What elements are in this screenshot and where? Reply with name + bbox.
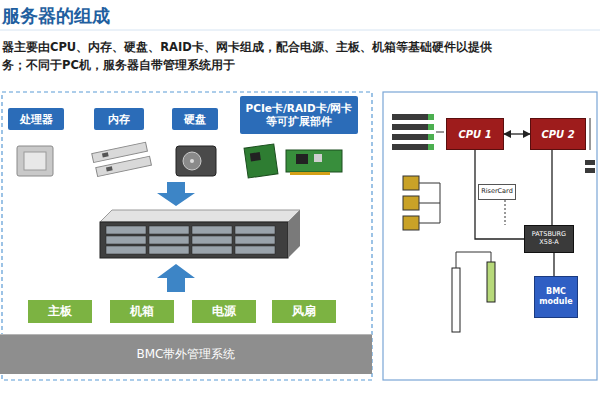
node-text: 电源	[212, 303, 236, 320]
pcie-card-icon	[244, 144, 342, 178]
chipset-box: PATSBURG X58-A	[524, 225, 574, 253]
node-text: 风扇	[292, 303, 316, 320]
riser-box: RiserCard	[478, 184, 516, 200]
node-text: PATSBURG X58-A	[527, 231, 571, 247]
dimm-slots	[585, 118, 595, 173]
node-text: 处理器	[20, 112, 53, 127]
slide-title: 服务器的组成	[2, 4, 110, 28]
disk-icons	[403, 176, 440, 230]
memory-icon	[92, 142, 152, 176]
node-text: PCIe卡/RAID卡/网卡等可扩展部件	[245, 102, 353, 128]
component-box: 硬盘	[172, 108, 218, 130]
component-box: 内存	[94, 108, 144, 130]
bus-connector	[553, 253, 554, 276]
header-rule	[0, 30, 600, 31]
bmc-band: BMC带外管理系统	[0, 334, 372, 374]
server-illustration	[100, 210, 300, 258]
node-text: 硬盘	[184, 112, 206, 127]
subtitle-line: 务；不同于PC机，服务器自带管理系统用于	[2, 58, 235, 73]
bmc-box: BMC module	[534, 276, 578, 318]
component-box: PCIe卡/RAID卡/网卡等可扩展部件	[240, 96, 358, 134]
pcie-slots	[452, 200, 505, 332]
base-box: 电源	[192, 300, 256, 323]
bus-connector	[504, 133, 530, 134]
base-box: 主板	[28, 300, 92, 323]
down-arrow	[157, 182, 195, 206]
up-arrow	[157, 264, 195, 292]
bus-connector	[475, 150, 524, 239]
node-text: CPU 1	[458, 129, 491, 140]
cpu-box: CPU 1	[446, 118, 504, 150]
cpu-box: CPU 2	[530, 118, 586, 150]
cpu-icon	[17, 146, 53, 176]
node-text: 机箱	[130, 303, 154, 320]
node-text: RiserCard	[481, 188, 513, 196]
hdd-icon	[176, 146, 216, 176]
panel-frame	[383, 92, 597, 380]
subtitle-line: 器主要由CPU、内存、硬盘、RAID卡、网卡组成，配合电源、主板、机箱等基础硬件…	[2, 40, 492, 55]
node-text: CPU 2	[541, 129, 574, 140]
base-box: 机箱	[110, 300, 174, 323]
node-text: BMC带外管理系统	[137, 346, 236, 363]
base-box: 风扇	[272, 300, 336, 323]
node-text: 内存	[108, 112, 130, 127]
dimm-slots	[392, 114, 444, 150]
component-box: 处理器	[8, 108, 64, 130]
node-text: BMC module	[538, 287, 574, 306]
bus-connector	[551, 150, 552, 225]
node-text: 主板	[48, 303, 72, 320]
